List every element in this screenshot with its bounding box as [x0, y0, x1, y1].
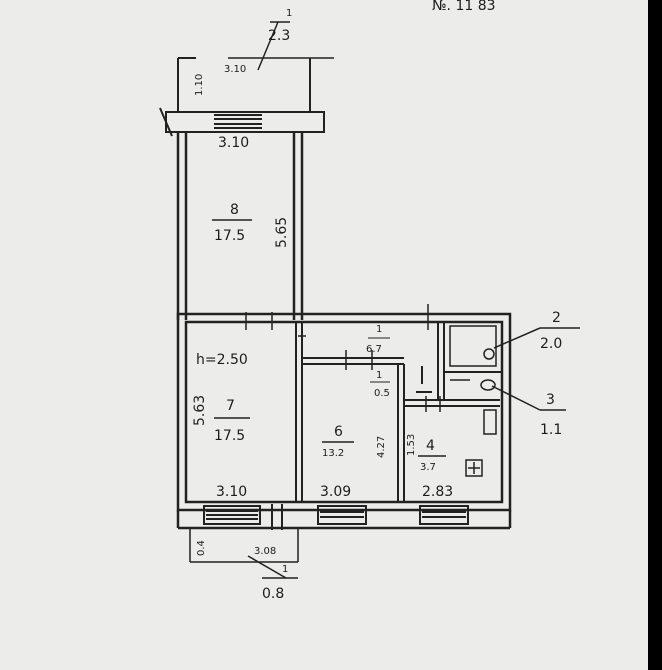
room-4-width: 2.83 — [422, 484, 453, 500]
floor-plan-drawing: №. 11 83 1 2.3 3.10 1.10 3.10 8 17.5 5.6… — [159, 0, 580, 602]
window-room-8 — [159, 107, 325, 137]
balcony-bottom-number: 1 — [282, 564, 288, 575]
floor-plan-sheet: №. 11 83 1 2.3 3.10 1.10 3.10 8 17.5 5.6… — [0, 0, 648, 670]
room-bath-number: 2 — [552, 310, 561, 326]
callout-lines — [491, 327, 580, 411]
ceiling-height: h=2.50 — [196, 352, 248, 368]
balcony-top — [177, 57, 311, 112]
room-8-area: 17.5 — [214, 228, 245, 244]
room-bath-area: 2.0 — [540, 336, 562, 352]
balcony-bottom-depth: 0.4 — [196, 540, 207, 556]
room-8-width: 3.10 — [218, 135, 249, 151]
room-toilet-area: 1.1 — [540, 422, 562, 438]
room-6-number: 6 — [334, 424, 343, 440]
balcony-top-length: 3.10 — [224, 64, 246, 75]
room-corridor-area: 6.7 — [366, 344, 382, 355]
room-6-length: 4.27 — [376, 436, 387, 458]
balcony-bottom — [189, 528, 299, 579]
room-6-width: 3.09 — [320, 484, 351, 500]
room-8-walls — [176, 132, 304, 320]
balcony-bottom-area: 0.8 — [262, 586, 284, 602]
bottom-windows — [203, 504, 469, 530]
balcony-top-number: 1 — [286, 8, 292, 19]
balcony-top-depth: 1.10 — [194, 74, 205, 96]
main-floor-walls — [176, 312, 512, 530]
room-4-number: 4 — [426, 438, 435, 454]
room-7-area: 17.5 — [214, 428, 245, 444]
room-6-area: 13.2 — [322, 448, 344, 459]
room-4-length: 1.53 — [406, 434, 417, 456]
interior-partitions — [295, 322, 502, 502]
room-8-number: 8 — [230, 202, 239, 218]
room-7-width: 3.10 — [216, 484, 247, 500]
room-4-area: 3.7 — [420, 462, 436, 473]
room-toilet-number: 3 — [546, 392, 555, 408]
balcony-bottom-length: 3.08 — [254, 546, 276, 557]
room-7-number: 7 — [226, 398, 235, 414]
balcony-top-marker — [228, 21, 334, 71]
toilet-icon — [450, 379, 496, 391]
room-7-length: 5.63 — [192, 395, 208, 426]
room-closet-number: 1 — [376, 370, 382, 381]
room-8-length: 5.65 — [274, 217, 290, 248]
room-corridor-number: 1 — [376, 324, 382, 335]
header-fragment: №. 11 83 — [432, 0, 496, 14]
door-marks — [245, 304, 441, 412]
bathtub-icon — [449, 325, 497, 367]
stove-icon — [465, 459, 483, 477]
room-closet-area: 0.5 — [374, 388, 390, 399]
sink-icon — [483, 409, 497, 435]
balcony-top-area: 2.3 — [268, 28, 290, 44]
